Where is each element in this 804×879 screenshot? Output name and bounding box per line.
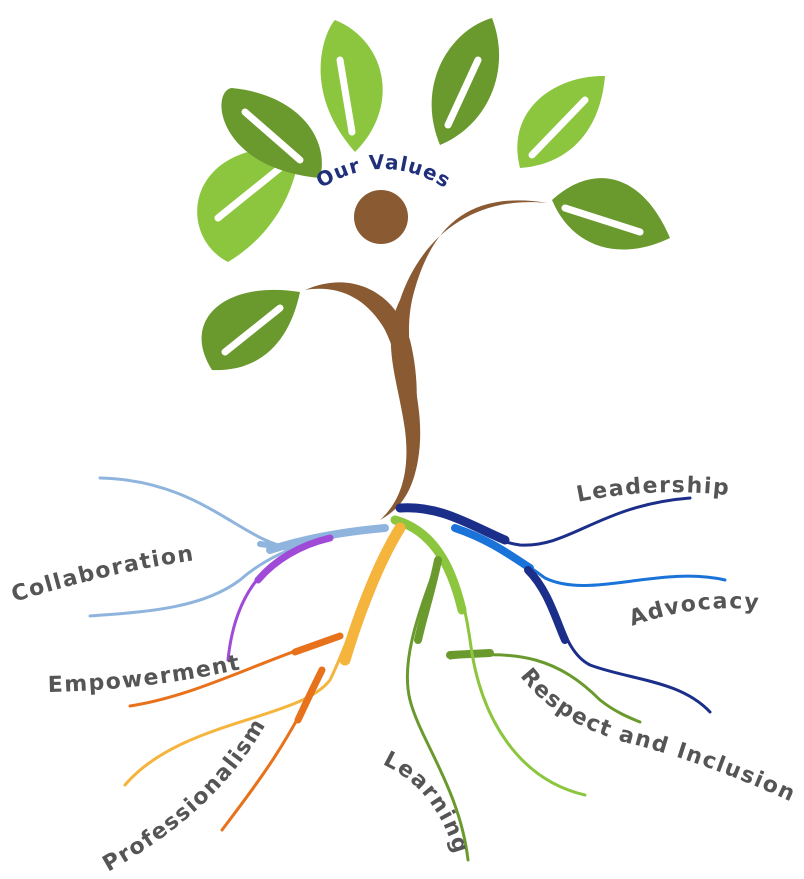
leaf-icon — [221, 88, 322, 178]
leaf-group — [197, 18, 670, 371]
roots — [88, 476, 727, 862]
label-collaboration-text: Collaboration — [9, 541, 195, 607]
leaf-icon — [197, 147, 300, 262]
leaf-icon — [431, 18, 500, 145]
leaf-icon — [517, 75, 605, 168]
label-collaboration: Collaboration — [9, 541, 197, 607]
label-empowerment: Empowerment — [48, 650, 244, 698]
label-advocacy-text: Advocacy — [626, 589, 760, 631]
label-learning-text: Learning — [379, 747, 472, 857]
title-textpath: Our Values — [312, 150, 455, 193]
label-learning: Learning — [379, 747, 473, 857]
value-labels: Leadership Advocacy Respect and Inclusio… — [9, 473, 799, 877]
leaf-icon — [320, 20, 383, 152]
leaf-icon — [552, 178, 670, 250]
diagram-title: Our Values — [312, 150, 456, 193]
trunk — [305, 200, 548, 520]
label-empowerment-text: Empowerment — [48, 650, 242, 698]
leaf-icon — [201, 289, 300, 371]
head-circle — [354, 190, 408, 244]
label-advocacy: Advocacy — [626, 589, 761, 631]
label-professionalism: Professionalism — [99, 714, 272, 874]
label-professionalism-text: Professionalism — [99, 714, 270, 877]
